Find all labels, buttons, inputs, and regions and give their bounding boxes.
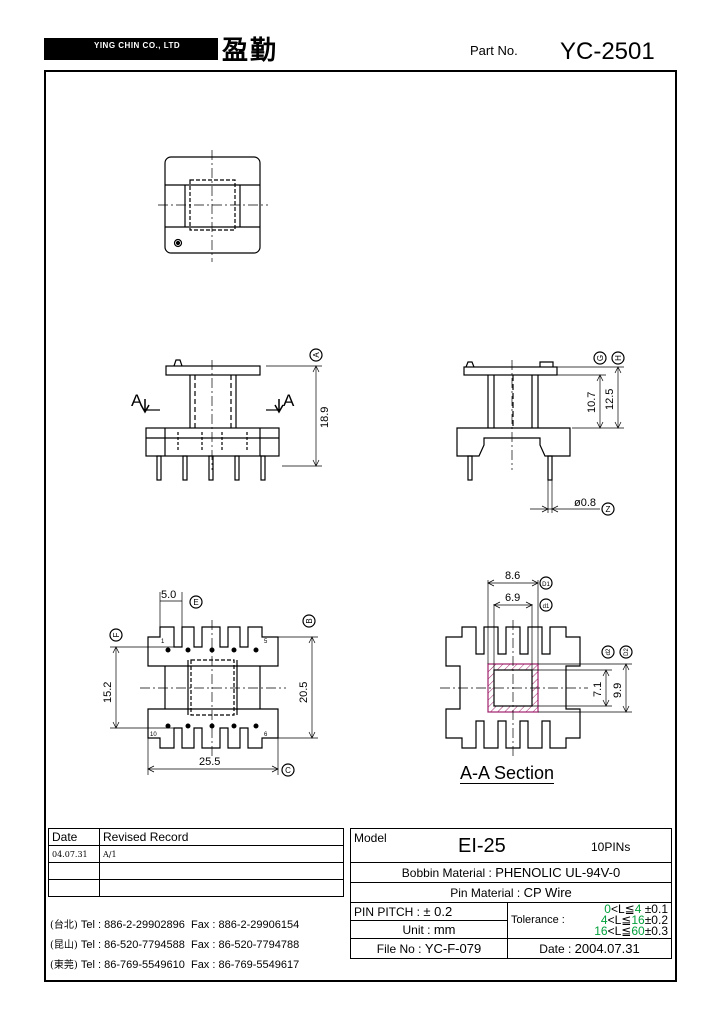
top-view xyxy=(158,150,268,262)
marker-D1: D1 xyxy=(542,582,550,588)
pin-pitch-label: PIN PITCH : xyxy=(354,905,421,919)
section-view xyxy=(440,576,633,758)
contact-line: (台北) Tel : 886-2-29902896 Fax : 886-2-29… xyxy=(50,916,299,931)
pin-pitch-cell: PIN PITCH : ± 0.2 xyxy=(350,902,508,921)
pin-label-5: 5 xyxy=(264,639,268,645)
contact-tel: Tel : 86-769-5549610 xyxy=(80,959,185,971)
marker-d1: d1 xyxy=(543,604,550,610)
contact-fax: Fax : 86-769-5549617 xyxy=(190,959,300,971)
marker-Z: Z xyxy=(606,505,611,514)
file-no-value: YC-F-079 xyxy=(424,941,482,956)
pin-pitch-value: ± 0.2 xyxy=(423,904,453,919)
unit-value: mm xyxy=(433,922,456,937)
contact-location: (昆山) xyxy=(50,940,78,951)
marker-C: C xyxy=(285,766,291,775)
rev-header-record: Revised Record xyxy=(99,828,344,846)
marker-F: F xyxy=(112,632,121,637)
section-arrow-label-left: A xyxy=(131,391,143,410)
rev-row-record xyxy=(99,879,344,897)
part-no-label: Part No. xyxy=(470,43,518,58)
part-no-value: YC-2501 xyxy=(560,38,655,65)
dim-18-9: 18.9 xyxy=(319,407,331,428)
contact-fax: Fax : 886-2-29906154 xyxy=(190,919,300,931)
bottom-view xyxy=(109,592,318,777)
contact-location: (東莞) xyxy=(50,960,78,971)
bobbin-material-value: PHENOLIC UL-94V-0 xyxy=(495,865,621,880)
model-label: Model xyxy=(354,831,387,845)
pin-material-value: CP Wire xyxy=(523,885,572,900)
section-title: A-A Section xyxy=(460,763,555,784)
rev-row-date xyxy=(48,862,100,880)
pin-label-6: 6 xyxy=(264,732,268,738)
marker-A: A xyxy=(312,352,321,358)
side-view xyxy=(456,351,625,516)
contact-tel: Tel : 886-2-29902896 xyxy=(80,919,185,931)
model-value: EI-25 xyxy=(458,835,506,857)
dim-15-2: 15.2 xyxy=(102,682,114,703)
marker-B: B xyxy=(305,618,314,623)
tolerance-row: 4<L≦16±0.2 xyxy=(600,913,668,927)
tolerance-list: 0<L≦4 ±0.1 4<L≦16±0.2 16<L≦60±0.3 xyxy=(594,902,668,938)
marker-D2: D2 xyxy=(624,648,630,656)
dim-9-9: 9.9 xyxy=(612,683,624,698)
dim-dia-0-8: ø0.8 xyxy=(574,497,596,509)
dim-5-0: 5.0 xyxy=(161,589,176,601)
rev-row-record: A/1 xyxy=(99,845,344,863)
tolerance-row: 0<L≦4 ±0.1 xyxy=(604,902,668,916)
bobbin-material-label: Bobbin Material : xyxy=(401,866,492,880)
marker-G: G xyxy=(596,355,605,361)
section-arrow-label-right: A xyxy=(283,391,295,410)
pin-label-1: 1 xyxy=(161,639,165,645)
pin-material-label: Pin Material : xyxy=(450,886,521,900)
dim-7-1: 7.1 xyxy=(592,682,604,697)
tolerance-label: Tolerance : xyxy=(511,914,565,926)
unit-cell: Unit : mm xyxy=(350,920,508,939)
dim-6-9: 6.9 xyxy=(505,592,520,604)
tolerance-cell: Tolerance : 0<L≦4 ±0.1 4<L≦16±0.2 16<L≦6… xyxy=(507,902,672,939)
front-view xyxy=(140,348,323,481)
rev-header-date: Date xyxy=(48,828,100,846)
contact-line: (昆山) Tel : 86-520-7794588 Fax : 86-520-7… xyxy=(50,936,299,951)
bobbin-material-cell: Bobbin Material : PHENOLIC UL-94V-0 xyxy=(350,862,672,883)
pin-material-cell: Pin Material : CP Wire xyxy=(350,882,672,903)
contact-location: (台北) xyxy=(50,920,78,931)
drawing-frame xyxy=(44,70,677,982)
unit-label: Unit : xyxy=(402,923,431,937)
dim-20-5: 20.5 xyxy=(298,682,310,703)
rev-row-record xyxy=(99,862,344,880)
company-name-cn: 盈勤 xyxy=(222,36,279,66)
file-no-cell: File No : YC-F-079 xyxy=(350,938,508,959)
file-no-label: File No : xyxy=(376,942,422,956)
dim-25-5: 25.5 xyxy=(199,756,220,768)
pin-count: 10PINs xyxy=(591,840,631,854)
rev-row-date xyxy=(48,879,100,897)
logo-bar xyxy=(44,38,218,60)
pin-label-10: 10 xyxy=(150,732,157,738)
info-table: Model EI-25 10PINs Bobbin Material : PHE… xyxy=(350,828,672,959)
dim-10-7: 10.7 xyxy=(586,392,598,413)
dim-12-5: 12.5 xyxy=(604,389,616,410)
date-cell: Date : 2004.07.31 xyxy=(507,938,672,959)
marker-d2: d2 xyxy=(606,648,612,655)
model-cell: Model EI-25 10PINs xyxy=(350,828,672,863)
contact-line: (東莞) Tel : 86-769-5549610 Fax : 86-769-5… xyxy=(50,956,299,971)
dim-8-6: 8.6 xyxy=(505,570,520,582)
marker-H: H xyxy=(614,355,623,361)
company-name-en: YING CHIN CO., LTD xyxy=(94,41,181,50)
revision-table: Date Revised Record 04.07.31 A/1 xyxy=(48,828,344,897)
contact-tel: Tel : 86-520-7794588 xyxy=(80,939,185,951)
tolerance-row: 16<L≦60±0.3 xyxy=(594,924,668,938)
marker-E: E xyxy=(193,598,198,607)
date-value: 2004.07.31 xyxy=(574,941,640,956)
date-label: Date : xyxy=(539,942,572,956)
rev-row-date: 04.07.31 xyxy=(48,845,100,863)
contact-fax: Fax : 86-520-7794788 xyxy=(190,939,300,951)
